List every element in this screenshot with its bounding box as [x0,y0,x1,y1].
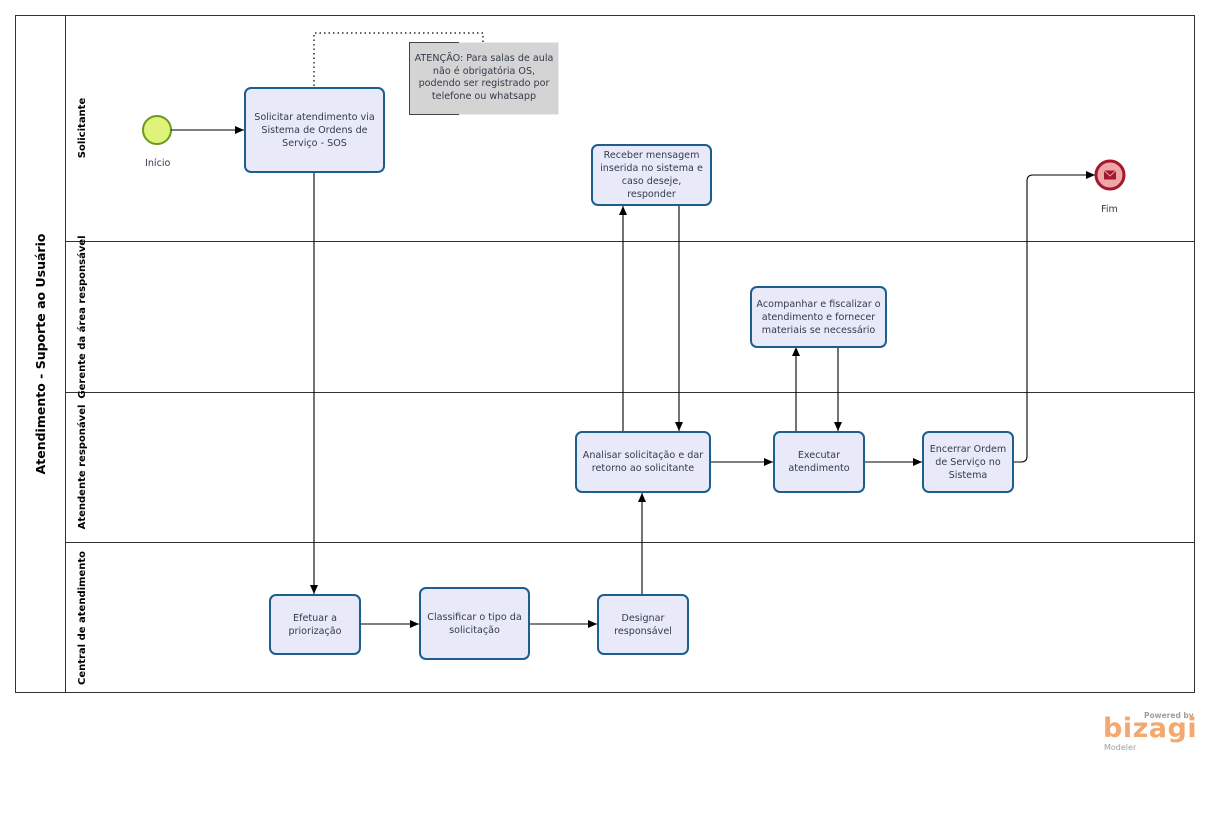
task-executar-atendimento[interactable] [773,431,865,493]
task-receber-mensagem[interactable] [591,144,712,206]
pool-border [15,15,1195,693]
note-bracket [409,42,459,115]
start-event-label: Início [145,158,171,169]
task-acompanhar-fiscalizar[interactable] [750,286,887,348]
task-analisar-solicitacao[interactable] [575,431,711,493]
lane-title-atendente: Atendente responável [76,405,88,530]
task-efetuar-priorizacao[interactable] [269,594,361,655]
note-box [409,42,559,115]
flow-encerrar-end [1013,171,1095,463]
lane-title-solicitante: Solicitante [77,98,88,159]
task-designar-responsavel[interactable] [597,594,689,655]
lane-title-gerente: Gerente da área responsável [76,235,88,398]
task-classificar-tipo[interactable] [419,587,530,660]
start-event[interactable] [142,115,172,145]
brand-powered-by: Powered by [1144,711,1194,720]
end-event-label: Fim [1101,204,1118,215]
pool-title: Atendimento - Suporte ao Usuário [33,233,48,474]
task-solicitar-atendimento[interactable] [244,87,385,173]
lane-title-central: Central de atendimento [77,551,88,685]
task-encerrar-ordem[interactable] [922,431,1014,493]
envelope-icon [1103,170,1117,180]
brand-modeler: Modeler [1104,743,1137,752]
brand-logo: bizagi [1103,713,1198,744]
sequence-flows [171,126,1095,628]
